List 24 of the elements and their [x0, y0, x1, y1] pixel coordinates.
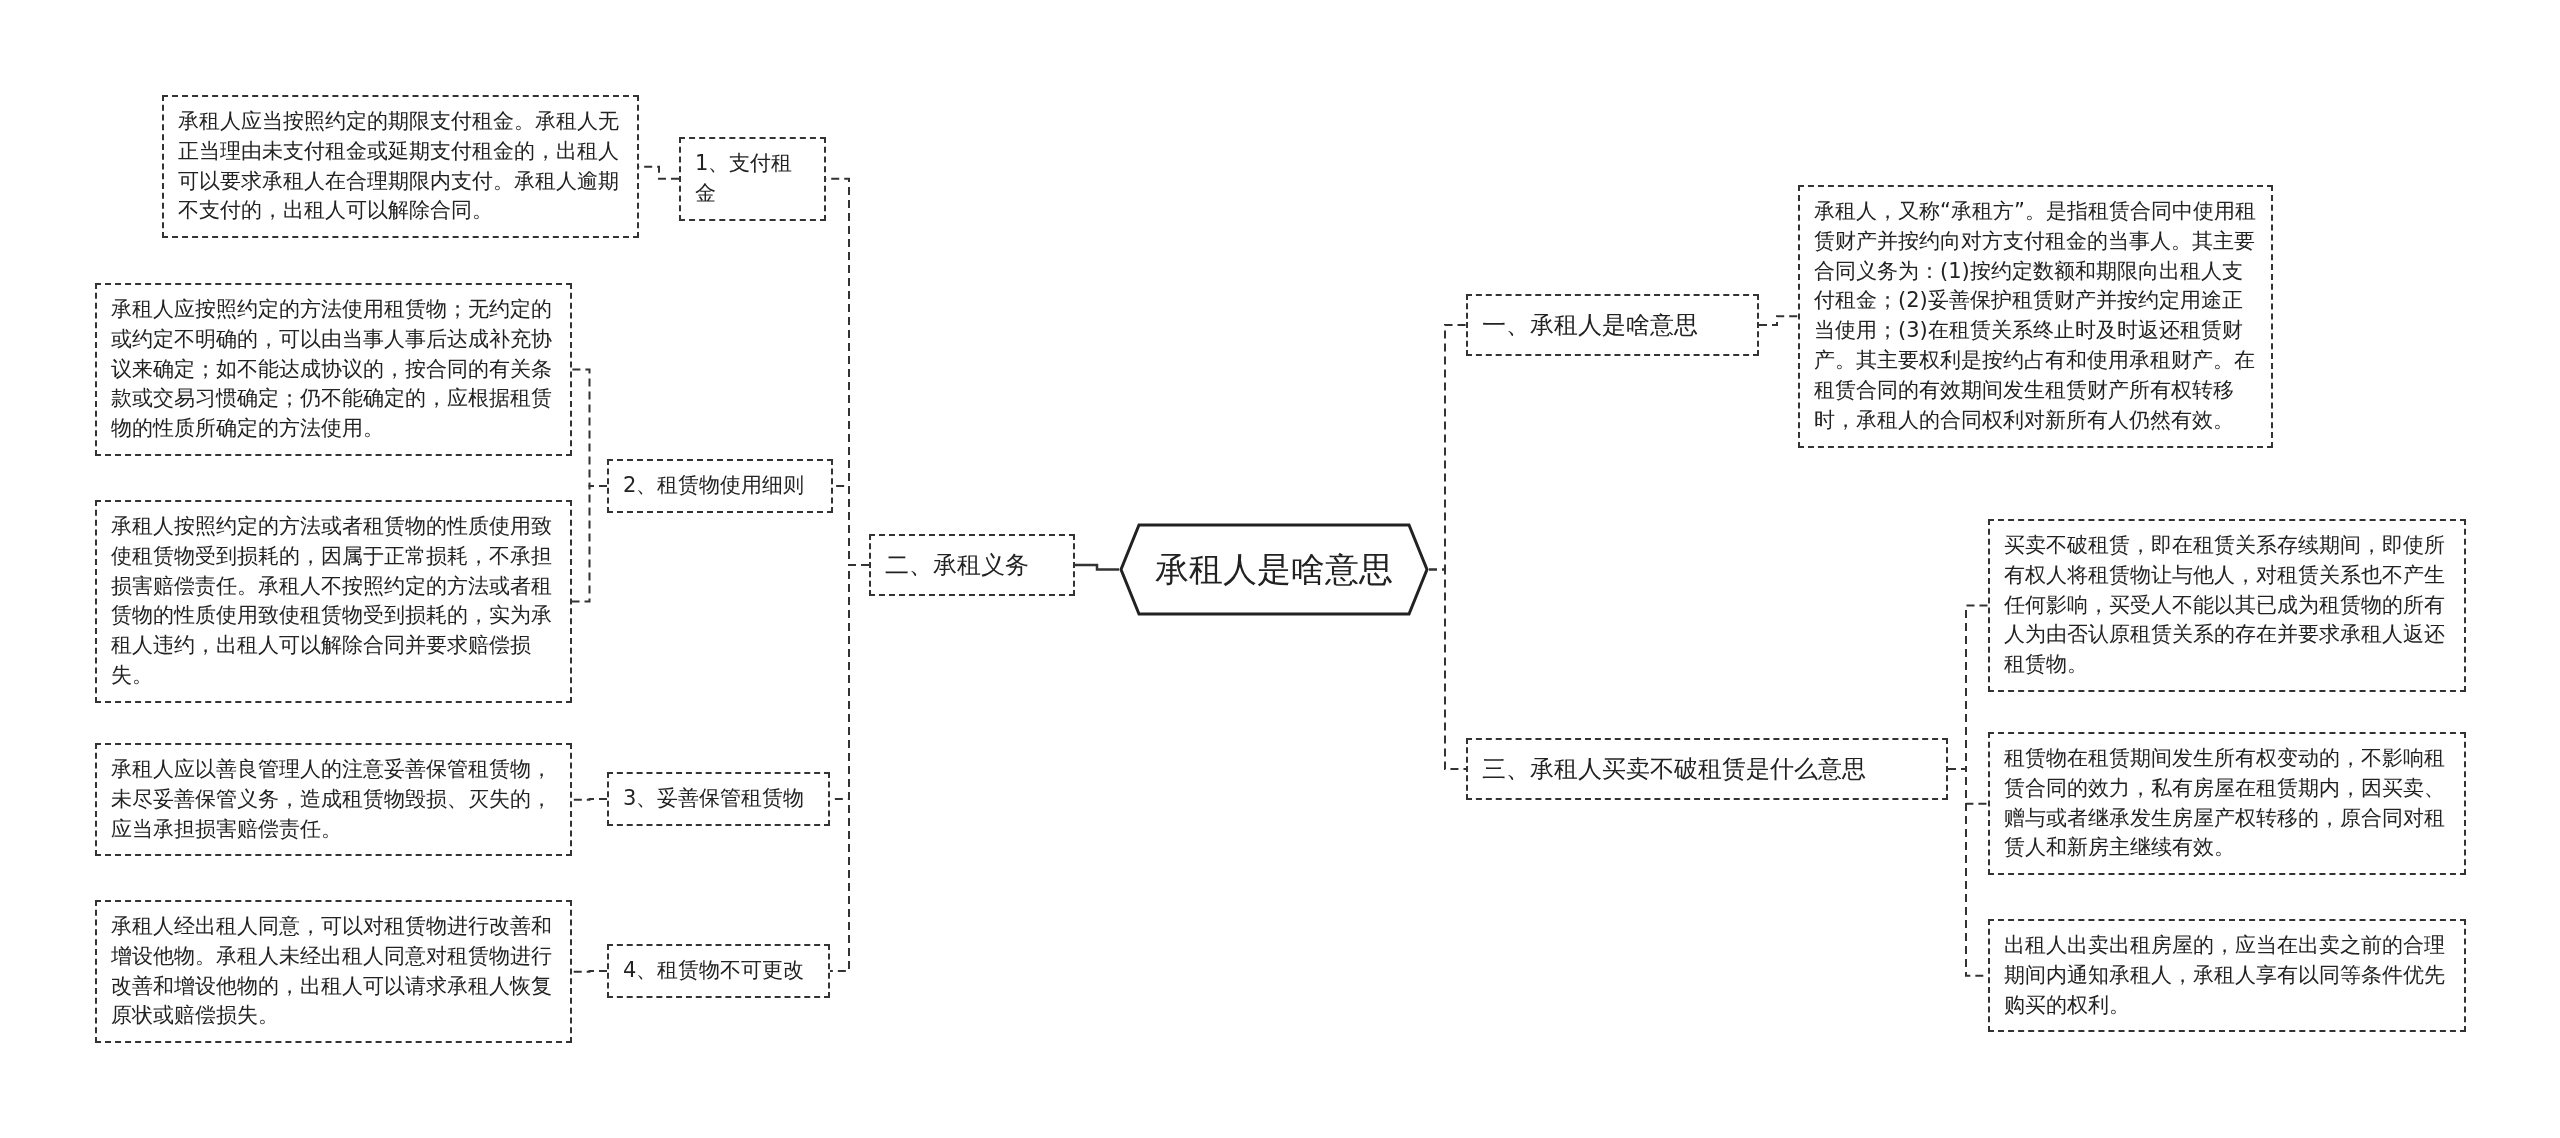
connector	[571, 969, 608, 973]
central-topic-text: 承租人是啥意思	[1155, 548, 1393, 592]
description-box: 承租人，又称“承租方”。是指租赁合同中使用租赁财产并按约向对方支付租金的当事人。其主要合同义务为：(1)按约定数额和期限向出租人支付租金；(2)妥善保护租赁财产并按约定用途正当使用；(3)在租赁关系终止时及时返还租赁财产。其主要权利是按约占有和使用承租财产。在租赁合同的有效期间发生租赁财产所有权转移时，承租人的合同权利对新所有人仍然有效。	[1798, 185, 2273, 448]
subtopic-box: 4、租赁物不可更改	[607, 944, 830, 998]
topic-box: 三、承租人买卖不破租赁是什么意思	[1466, 738, 1948, 801]
subtopic-box: 3、妥善保管租赁物	[607, 772, 830, 826]
description-box: 出租人出卖出租房屋的，应当在出卖之前的合理期间内通知承租人，承租人享有以同等条件优先购买的权利。	[1988, 919, 2466, 1033]
subtopic-box: 2、租赁物使用细则	[607, 459, 833, 513]
connector	[1428, 568, 1467, 771]
description-box: 承租人按照约定的方法或者租赁物的性质使用致使租赁物受到损耗的，因属于正常损耗，不承担损害赔偿责任。承租人不按照约定的方法或者租赁物的性质使用致使租赁物受到损耗的，实为承租人违约，出租人可以解除合同并要求赔偿损失。	[95, 500, 572, 703]
connector	[1075, 563, 1119, 571]
topic-box: 二、承租义务	[869, 534, 1075, 597]
description-box: 承租人应按照约定的方法使用租赁物；无约定的或约定不明确的，可以由当事人事后达成补充协议来确定；如不能达成协议的，按合同的有关条款或交易习惯确定；仍不能确定的，应根据租赁物的性质所确定的方法使用。	[95, 283, 572, 457]
connector	[1758, 315, 1799, 327]
connector	[571, 797, 608, 801]
description-box: 承租人应当按照约定的期限支付租金。承租人无正当理由未支付租金或延期支付租金的，出租人可以要求承租人在合理期限内支付。承租人逾期不支付的，出租人可以解除合同。	[162, 95, 639, 239]
description-box: 承租人应以善良管理人的注意妥善保管租赁物，未尽妥善保管义务，造成租赁物毁损、灭失的，应当承担损害赔偿责任。	[95, 743, 572, 857]
description-box: 承租人经出租人同意，可以对租赁物进行改善和增设他物。承租人未经出租人同意对租赁物进行改善和增设他物的，出租人可以请求承租人恢复原状或赔偿损失。	[95, 900, 572, 1044]
subtopic-box: 1、支付租金	[679, 137, 826, 221]
description-box: 买卖不破租赁，即在租赁关系存续期间，即使所有权人将租赁物让与他人，对租赁关系也不产生任何影响，买受人不能以其已成为租赁物的所有人为由否认原租赁关系的存在并要求承租人返还租赁物。	[1988, 519, 2466, 693]
topic-box: 一、承租人是啥意思	[1466, 294, 1759, 357]
central-topic	[1119, 523, 1429, 616]
description-box: 租赁物在租赁期间发生所有权变动的，不影响租赁合同的效力，私有房屋在租赁期内，因买卖、赠与或者继承发生房屋产权转移的，原合同对租赁人和新房主继续有效。	[1988, 732, 2466, 876]
connector	[571, 484, 608, 603]
